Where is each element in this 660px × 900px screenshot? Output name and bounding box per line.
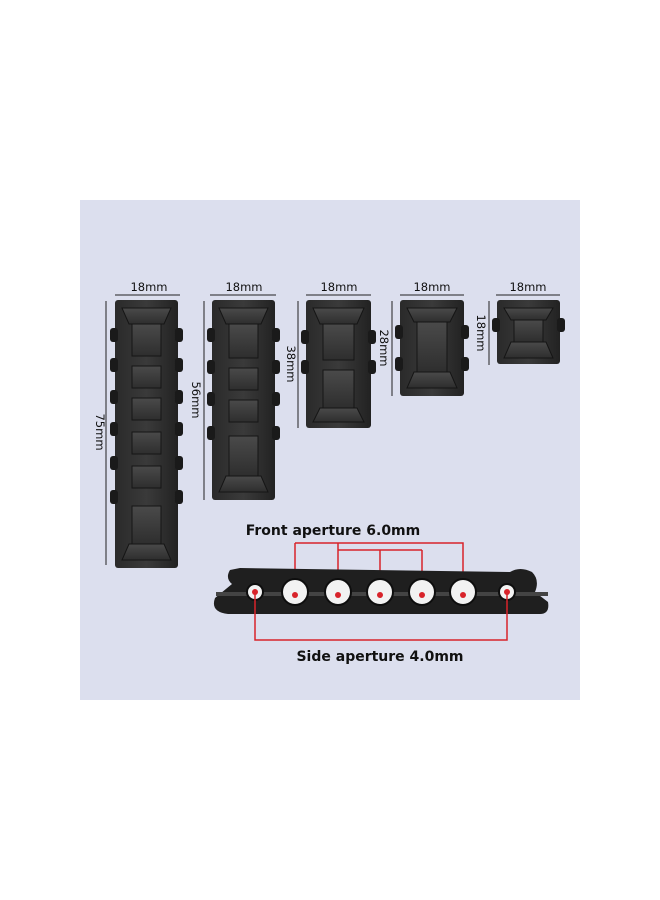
clip-28-height-label: 28mm — [377, 329, 391, 366]
front-aperture-label: Front aperture 6.0mm — [246, 523, 421, 539]
clip-28mm: 18mm 28mm — [377, 280, 469, 396]
side-aperture-label: Side aperture 4.0mm — [296, 649, 463, 665]
clip-28-width-label: 18mm — [413, 280, 450, 294]
clip-56-width-label: 18mm — [225, 280, 262, 294]
product-panel: 18mm 75mm 18mm 56mm — [80, 200, 580, 700]
clip-38-width-label: 18mm — [320, 280, 357, 294]
clip-75-width-label: 18mm — [130, 280, 167, 294]
clip-75-height-label: 75mm — [93, 413, 107, 450]
clip-38-height-label: 38mm — [284, 345, 298, 382]
clip-56-height-label: 56mm — [189, 381, 203, 418]
clip-56mm: 18mm 56mm — [189, 280, 280, 500]
clip-18-width-label: 18mm — [509, 280, 546, 294]
side-profile: Front aperture 6.0mm — [213, 523, 549, 665]
clip-18mm: 18mm 18mm — [474, 280, 565, 365]
clip-18-height-label: 18mm — [474, 314, 488, 351]
clip-75mm: 18mm 75mm — [93, 280, 183, 568]
clip-38mm: 18mm 38mm — [284, 280, 376, 428]
